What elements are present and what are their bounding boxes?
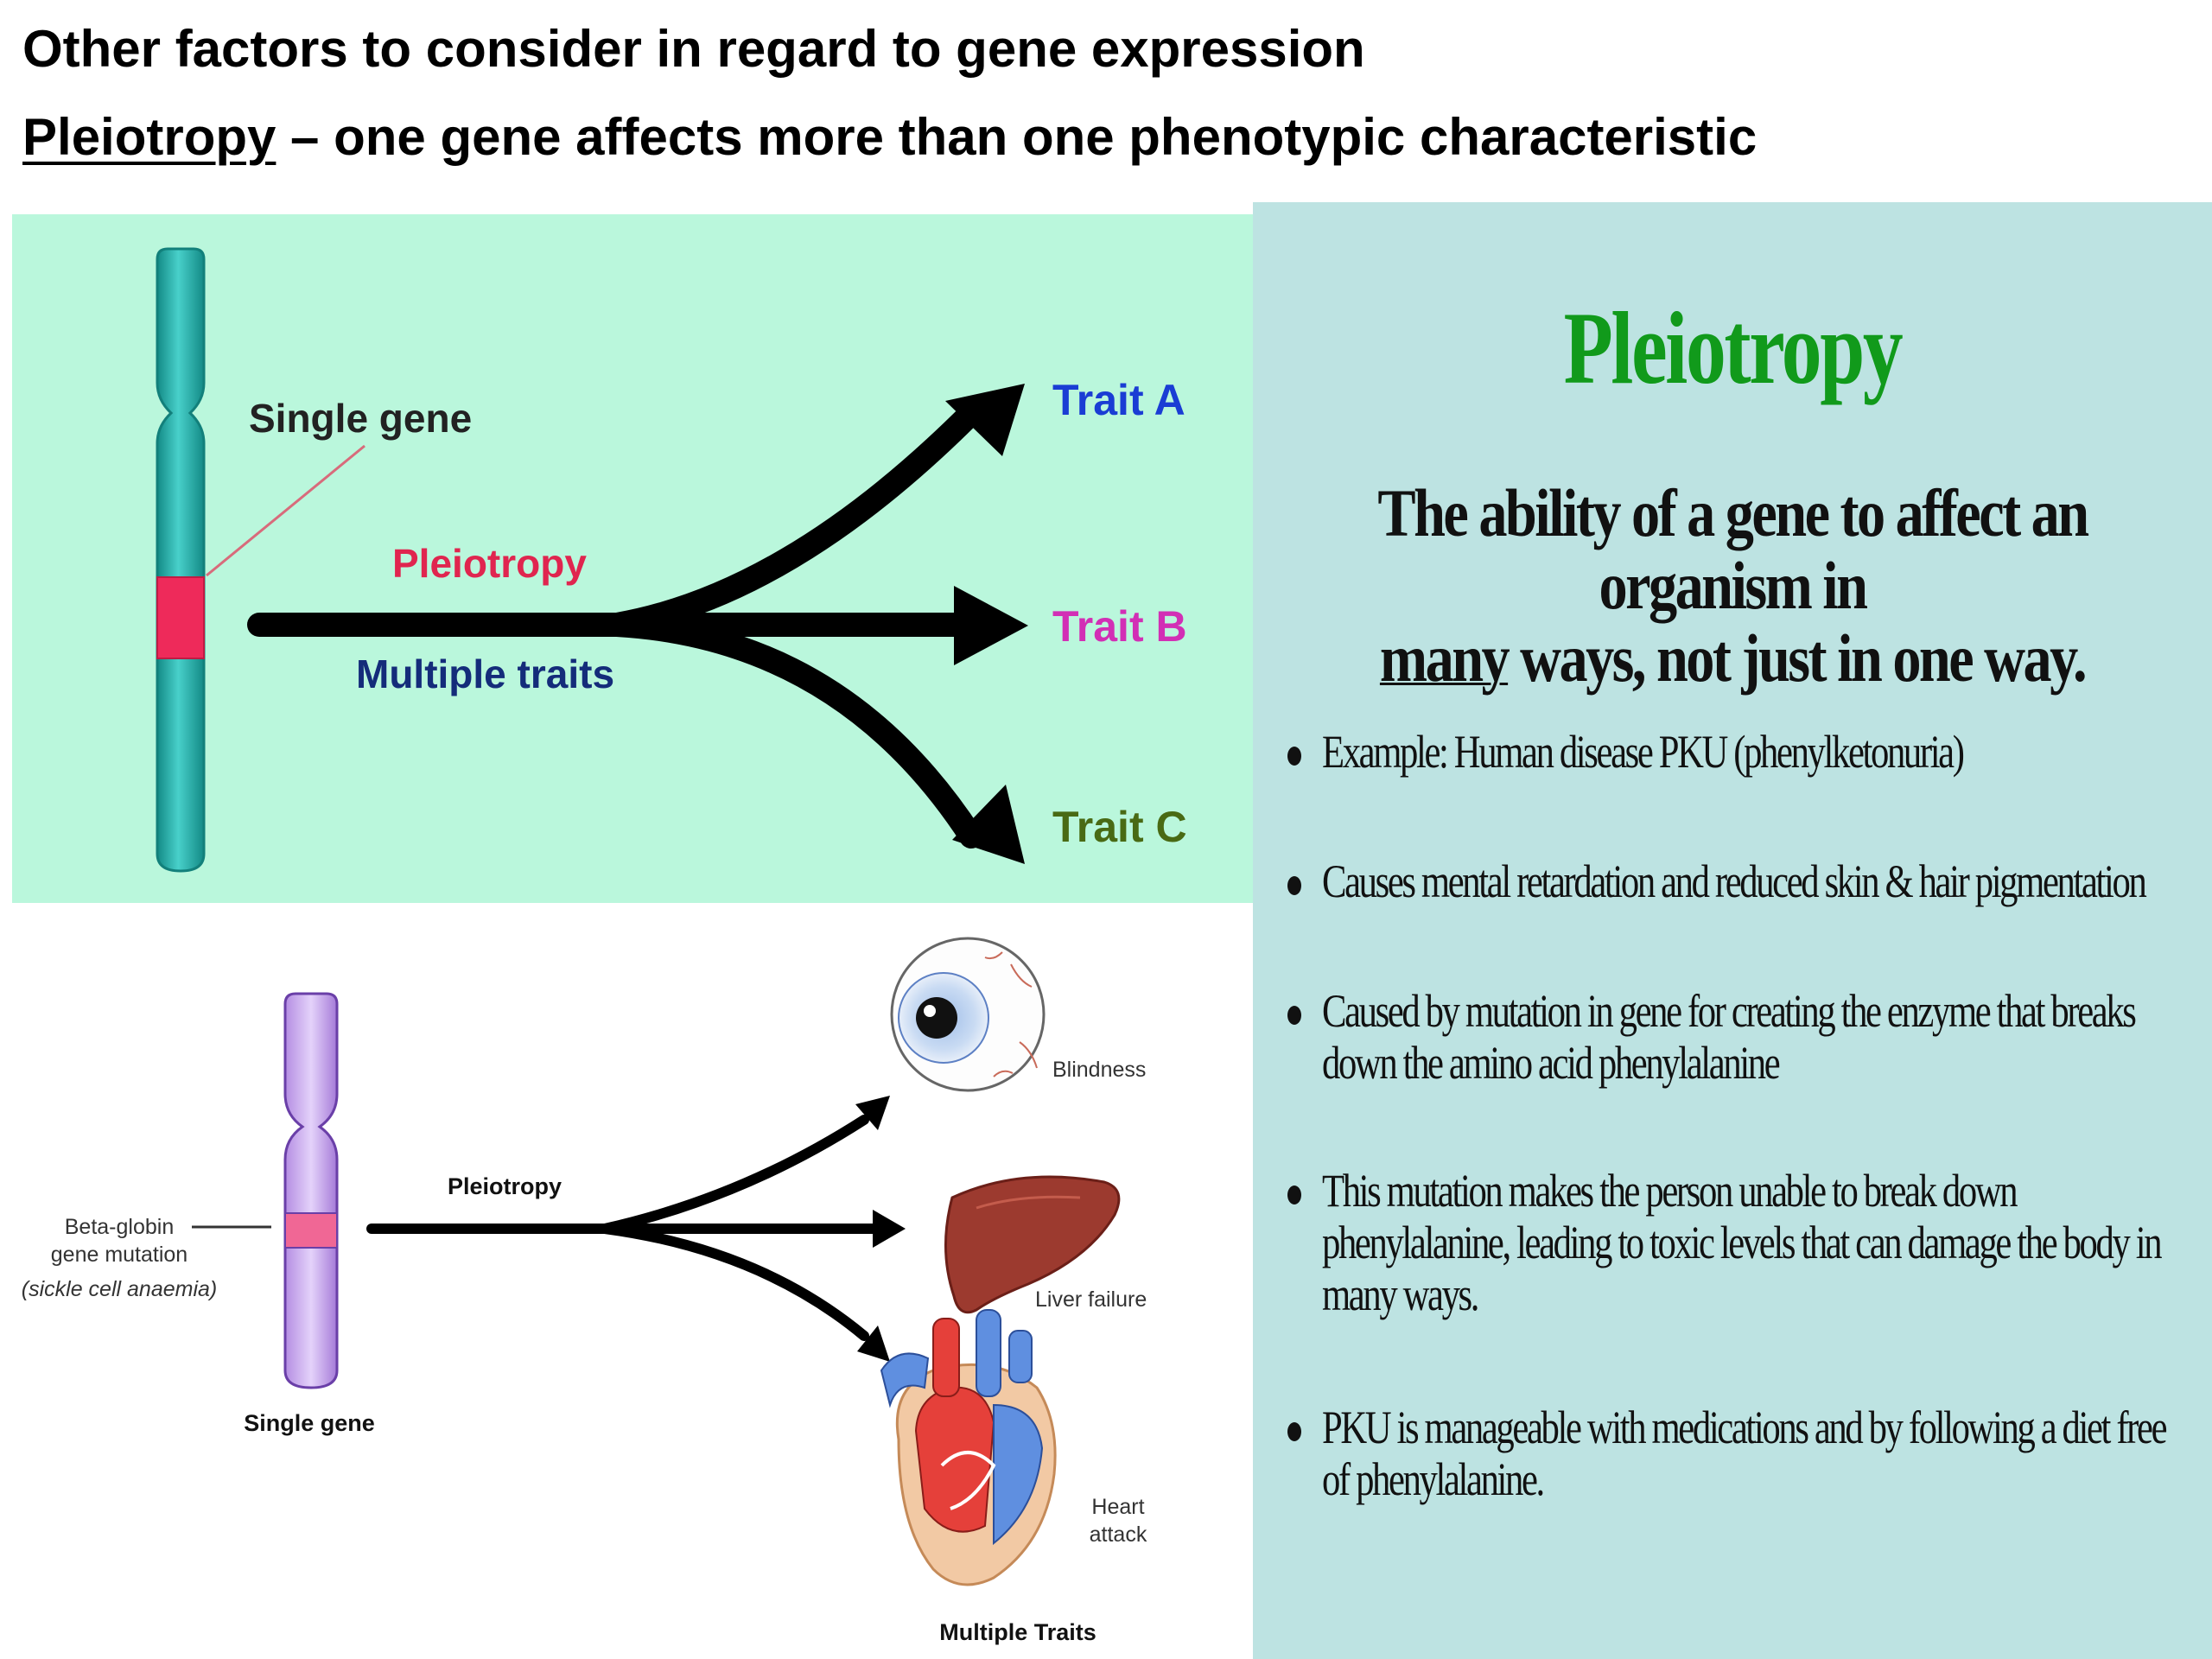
gene-mutation-label: gene mutation [51, 1243, 188, 1267]
sickle-cell-label: (sickle cell anaemia) [22, 1277, 217, 1301]
single-gene-label-2: Single gene [244, 1410, 375, 1436]
bullet-icon [1287, 1006, 1301, 1025]
bullet-text: many ways. [1322, 1268, 1479, 1320]
heart-label: Heart [1091, 1495, 1144, 1519]
bullet-icon [1287, 876, 1301, 895]
sickle-cell-diagram: Beta-globin gene mutation (sickle cell a… [0, 904, 1253, 1659]
blindness-label: Blindness [1052, 1058, 1146, 1082]
purple-chromosome-icon [283, 992, 339, 1389]
bullet-text: phenylalanine, leading to toxic levels t… [1322, 1217, 2163, 1268]
trait-a-label: Trait A [1052, 376, 1185, 424]
liver-icon [944, 1175, 1121, 1314]
pleiotropy-definition-heading: Pleiotropy – one gene affects more than … [22, 107, 1757, 167]
multiple-traits-label-2: Multiple Traits [939, 1619, 1096, 1645]
attack-label: attack [1090, 1522, 1147, 1547]
mutation-band [284, 1212, 338, 1249]
pleiotropy-arrows-2 [366, 1115, 878, 1341]
beta-globin-label: Beta-globin [65, 1215, 174, 1239]
diagram1-background [12, 214, 1253, 903]
bullet-icon [1287, 747, 1301, 766]
single-gene-label: Single gene [249, 396, 472, 441]
bullet-text: of phenylalanine. [1322, 1453, 1545, 1505]
chromosome-icon [156, 247, 206, 873]
panel-title: Pleiotropy [1563, 290, 1904, 405]
panel-definition: The ability of a gene to affect an organ… [1347, 477, 2119, 695]
pleiotropy-arrows [247, 401, 992, 849]
pleiotropy-definition-text: – one gene affects more than one phenoty… [276, 108, 1758, 166]
pleiotropy-diagram-traits: Single gene Pleiotropy Multiple traits T… [12, 214, 1253, 903]
liver-failure-label: Liver failure [1035, 1287, 1147, 1312]
multiple-traits-label: Multiple traits [356, 652, 614, 696]
bullet-text: This mutation makes the person unable to… [1322, 1165, 2018, 1217]
gene-band [156, 576, 205, 659]
bullet-text: Example: Human disease PKU (phenylketonu… [1322, 726, 1965, 778]
trait-b-label: Trait B [1052, 602, 1187, 651]
pleiotropy-label: Pleiotropy [392, 541, 587, 586]
diagram2-background [0, 904, 1253, 1659]
bullet-text: Caused by mutation in gene for creating … [1322, 985, 2137, 1037]
page-heading: Other factors to consider in regard to g… [22, 20, 1365, 78]
pleiotropy-term: Pleiotropy [22, 108, 276, 166]
definition-underlined-word: many [1379, 620, 1510, 696]
bullet-text: down the amino acid phenylalanine [1322, 1037, 1781, 1089]
arrowheads-2 [855, 1096, 906, 1362]
bullet-text: Causes mental retardation and reduced sk… [1322, 855, 2147, 907]
definition-line-2-rest: ways, not just in one way. [1508, 620, 2087, 696]
heart-icon [880, 1309, 1057, 1586]
bullet-icon [1287, 1185, 1301, 1205]
definition-line-1: The ability of a gene to affect an organ… [1377, 475, 2089, 623]
pleiotropy-label-2: Pleiotropy [448, 1173, 562, 1199]
definition-line-2: many ways, not just in one way. [1347, 622, 2119, 695]
bullet-icon [1287, 1422, 1301, 1441]
pleiotropy-info-panel: Pleiotropy The ability of a gene to affe… [1253, 202, 2212, 1659]
trait-c-label: Trait C [1052, 803, 1187, 851]
arrowheads [945, 384, 1028, 864]
bullet-text: PKU is manageable with medications and b… [1322, 1402, 2168, 1453]
gene-pointer-line [206, 444, 365, 577]
eye-icon [890, 937, 1046, 1092]
